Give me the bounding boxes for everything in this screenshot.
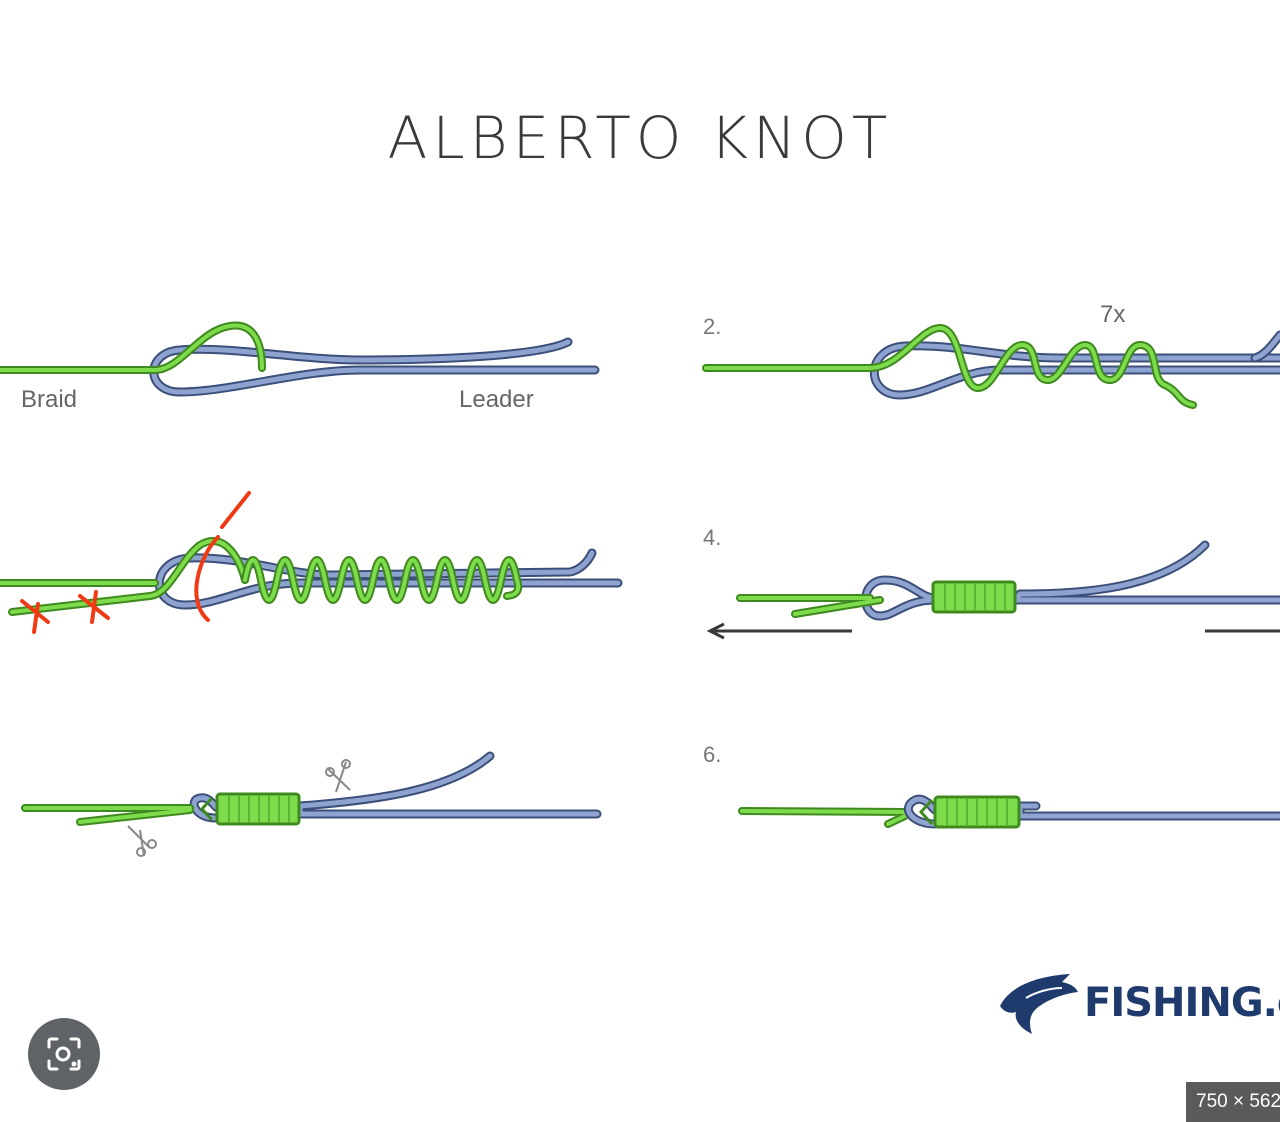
leader-label: Leader	[459, 386, 534, 413]
step-6-illustration	[738, 794, 1280, 829]
fishing-logo[interactable]: FISHING.o	[992, 964, 1280, 1044]
visual-search-button[interactable]	[28, 1018, 100, 1090]
scissors-icon	[325, 759, 351, 793]
image-dimensions-badge: 750 × 562	[1186, 1082, 1280, 1122]
fish-logo-icon	[1000, 974, 1078, 1034]
wraps-label: 7x	[1100, 301, 1125, 328]
step-6-number: 6.	[703, 742, 721, 767]
step-4-illustration	[706, 540, 1280, 640]
scissors-icon	[127, 825, 157, 857]
lens-icon	[47, 1037, 81, 1071]
braid-label: Braid	[21, 386, 77, 413]
step-1-illustration: Braid Leader	[0, 321, 600, 413]
step-2-number: 2.	[703, 314, 721, 339]
diagram-title: ALBERTO KNOT	[387, 104, 893, 172]
step-2-illustration: 7x	[702, 301, 1280, 409]
step-4-number: 4.	[703, 525, 721, 550]
step-3-illustration	[0, 491, 623, 634]
logo-text: FISHING.o	[1084, 980, 1280, 1026]
step-5-illustration	[21, 751, 602, 857]
